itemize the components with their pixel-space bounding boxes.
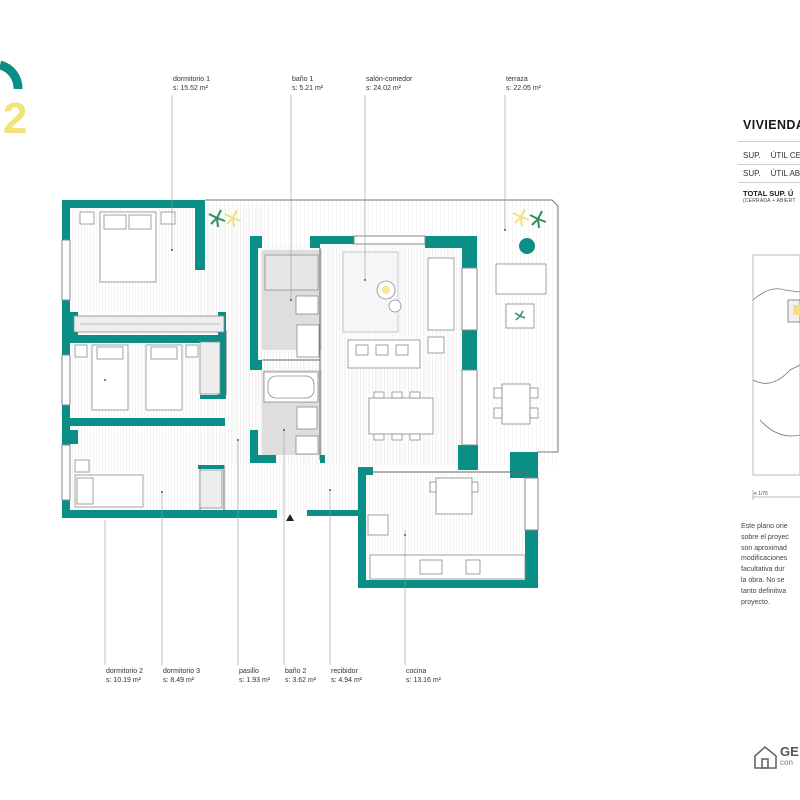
room-label-pasillo: pasillo s: 1.93 m²	[239, 668, 270, 685]
disclaimer-line: modificaciones	[741, 555, 788, 563]
disclaimer-line: facultativa dur	[741, 566, 785, 574]
room-label-dormitorio-2: dormitorio 2 s: 10.19 m²	[106, 668, 143, 685]
sup-cerrada-label: ÚTIL CE	[770, 151, 800, 160]
sup-abierta-row: SUP. ÚTIL AB	[743, 169, 800, 178]
room-name: salón-comedor	[366, 76, 413, 83]
sup-prefix: SUP.	[743, 151, 761, 160]
room-name: pasillo	[239, 668, 259, 675]
unit-logo: 2	[0, 55, 40, 145]
room-name: dormitorio 2	[106, 668, 143, 675]
room-area: s: 15.52 m²	[173, 84, 209, 92]
room-name: dormitorio 3	[163, 668, 200, 675]
sup-cerrada-row: SUP. ÚTIL CE	[743, 151, 800, 160]
disclaimer-line: sobre el proyec	[741, 533, 789, 541]
room-label-recibidor: recibidor s: 4.94 m²	[331, 668, 362, 685]
disclaimer-line: Este plano orie	[741, 523, 788, 530]
unit-title: VIVIENDA	[743, 118, 800, 132]
room-name: baño 2	[285, 668, 307, 675]
room-area: s: 3.62 m²	[285, 676, 317, 684]
divider	[738, 164, 800, 165]
disclaimer-line: la obra. No se	[741, 576, 785, 584]
sup-prefix: SUP.	[743, 169, 761, 178]
plant-icons	[208, 208, 547, 321]
room-area: s: 22.05 m²	[506, 84, 542, 92]
room-label-bano-1: baño 1 s: 5.21 m²	[292, 76, 323, 93]
room-label-dormitorio-1: dormitorio 1 s: 15.52 m²	[173, 76, 210, 93]
brand-name: GE	[780, 744, 799, 759]
total-sup-sub: (CERRADA + ABIERT	[743, 198, 796, 204]
brand-sub: con	[780, 758, 793, 767]
room-label-cocina: cocina s: 13.16 m²	[406, 668, 441, 685]
total-sup-label: TOTAL SUP. Ú	[743, 189, 794, 198]
room-name: cocina	[406, 668, 427, 675]
unit-badge-number: 2	[3, 94, 27, 143]
disclaimer-line: tanto definitiva	[741, 587, 787, 595]
divider	[738, 182, 800, 183]
room-area: s: 10.19 m²	[106, 676, 142, 684]
brand-house-icon	[754, 745, 777, 769]
sup-abierta-label: ÚTIL AB	[770, 169, 800, 178]
key-plan	[752, 254, 800, 476]
disclaimer-line: proyecto.	[741, 598, 770, 606]
room-area: s: 8.49 m²	[163, 676, 195, 684]
disclaimer-line: son aproximad	[741, 544, 787, 552]
room-name: dormitorio 1	[173, 76, 210, 83]
room-name: terraza	[506, 76, 528, 83]
room-area: s: 13.16 m²	[406, 676, 442, 684]
room-label-terraza: terraza s: 22.05 m²	[506, 76, 541, 93]
room-name: recibidor	[331, 668, 358, 675]
disclaimer: Este plano orie sobre el proyec son apro…	[741, 522, 800, 608]
room-area: s: 1.93 m²	[239, 676, 271, 684]
room-label-dormitorio-3: dormitorio 3 s: 8.49 m²	[163, 668, 200, 685]
scale-label: e 1/75	[754, 491, 768, 497]
divider	[738, 141, 800, 142]
room-area: s: 5.21 m²	[292, 84, 324, 92]
room-name: baño 1	[292, 76, 314, 83]
room-label-salon-comedor: salón-comedor s: 24.02 m²	[366, 76, 412, 93]
room-area: s: 24.02 m²	[366, 84, 402, 92]
room-area: s: 4.94 m²	[331, 676, 363, 684]
room-label-bano-2: baño 2 s: 3.62 m²	[285, 668, 316, 685]
